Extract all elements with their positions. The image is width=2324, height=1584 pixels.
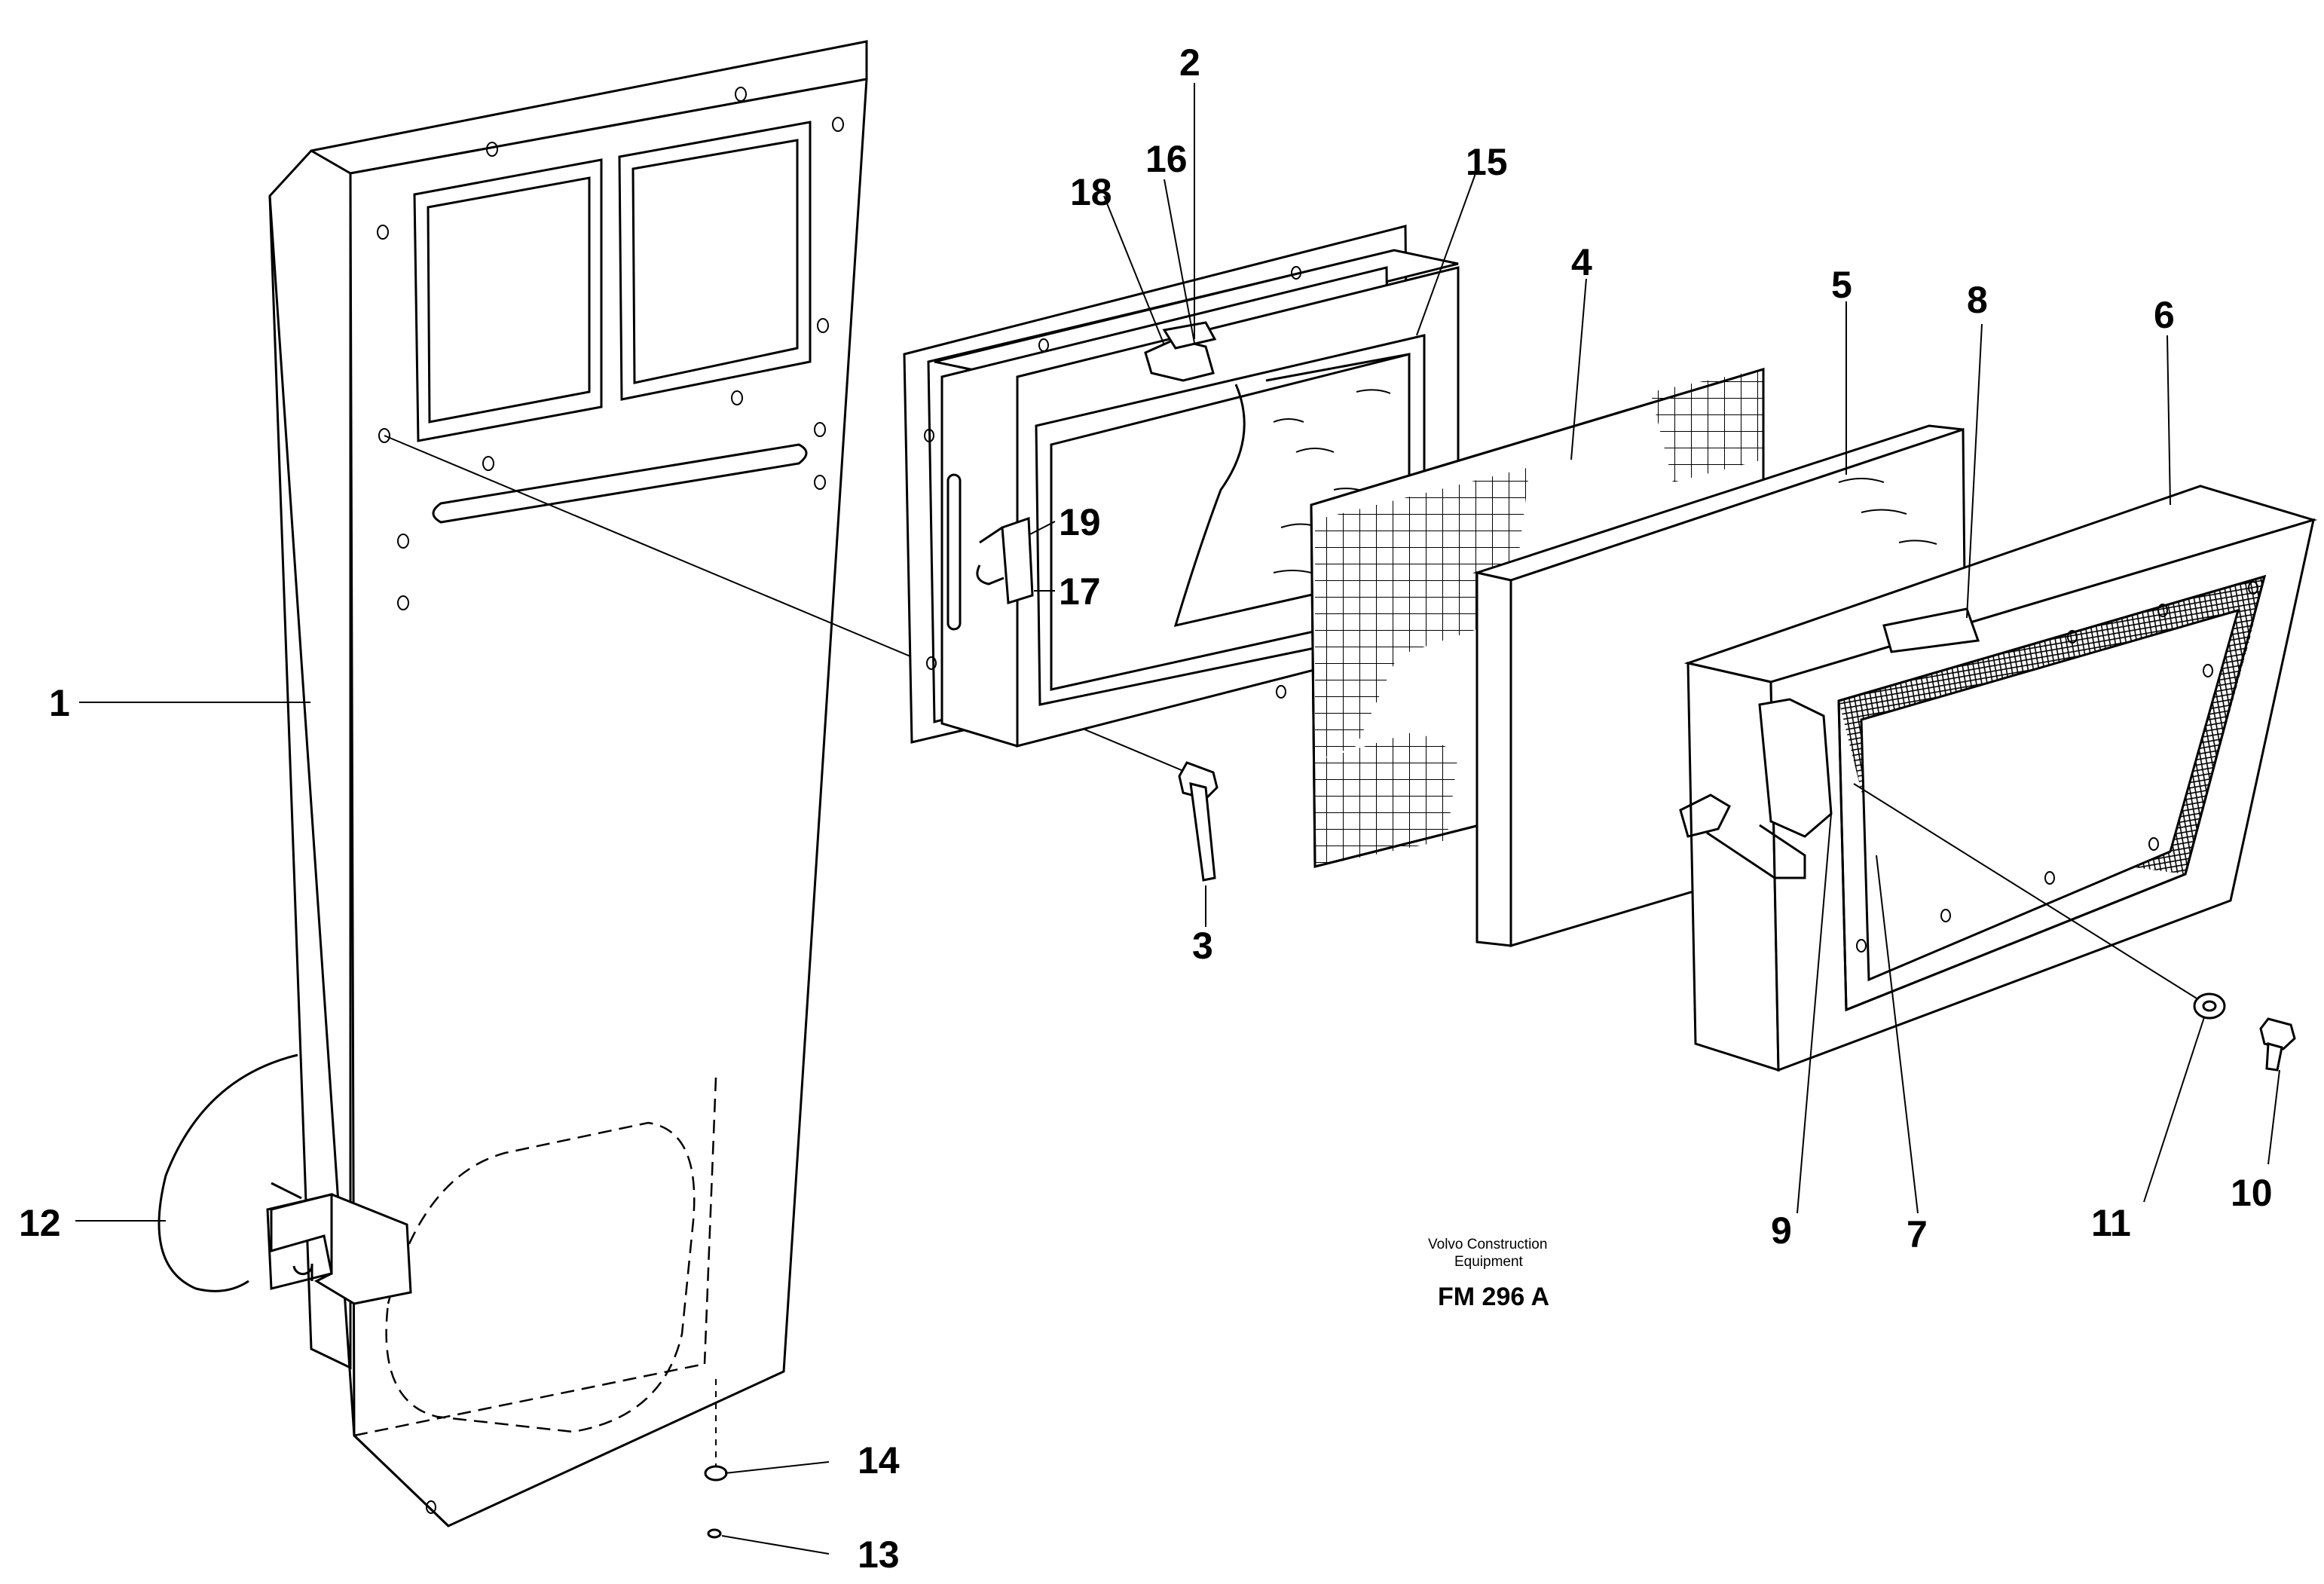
callout-17: 17 <box>1059 570 1101 613</box>
callout-5: 5 <box>1831 264 1852 306</box>
caption-figure-code: FM 296 A <box>1438 1283 1549 1311</box>
screw-part-10 <box>2259 1017 2296 1072</box>
callout-12: 12 <box>19 1202 61 1244</box>
callout-leaders <box>75 83 2280 1555</box>
callout-9: 9 <box>1771 1209 1792 1252</box>
washer-part-14 <box>704 1465 728 1482</box>
callout-16: 16 <box>1145 138 1188 180</box>
callout-4: 4 <box>1571 241 1592 283</box>
callout-1: 1 <box>49 682 70 724</box>
cover-frame-part-6 <box>1679 485 2318 1072</box>
callout-11: 11 <box>2091 1202 2131 1244</box>
callout-2: 2 <box>1179 41 1200 84</box>
callout-3: 3 <box>1192 925 1213 967</box>
screw-part-13 <box>707 1528 722 1539</box>
figure-caption: Volvo Construction Equipment FM 296 A <box>1428 1237 1549 1311</box>
callout-15: 15 <box>1466 141 1508 183</box>
caption-company-line2: Equipment <box>1454 1254 1524 1270</box>
callout-18: 18 <box>1070 171 1112 213</box>
washer-part-11 <box>2193 992 2226 1020</box>
screw-part-3 <box>1178 761 1219 882</box>
side-panel-part-1 <box>266 40 868 1527</box>
callout-13: 13 <box>858 1534 900 1576</box>
bracket <box>270 1193 412 1305</box>
callout-7: 7 <box>1907 1213 1928 1255</box>
callout-8: 8 <box>1967 279 1988 321</box>
callout-14: 14 <box>858 1439 900 1482</box>
callout-labels: 1 2 3 4 5 6 7 8 9 10 11 12 13 14 15 16 1… <box>19 41 2273 1576</box>
callout-10: 10 <box>2231 1172 2273 1214</box>
callout-19: 19 <box>1059 501 1101 543</box>
callout-6: 6 <box>2154 294 2175 336</box>
leader-washer-11 <box>1853 783 2201 1001</box>
filter-housing-part-2 <box>903 225 1460 748</box>
wire-part-12 <box>157 1053 298 1292</box>
caption-company-line1: Volvo Construction <box>1428 1237 1547 1252</box>
